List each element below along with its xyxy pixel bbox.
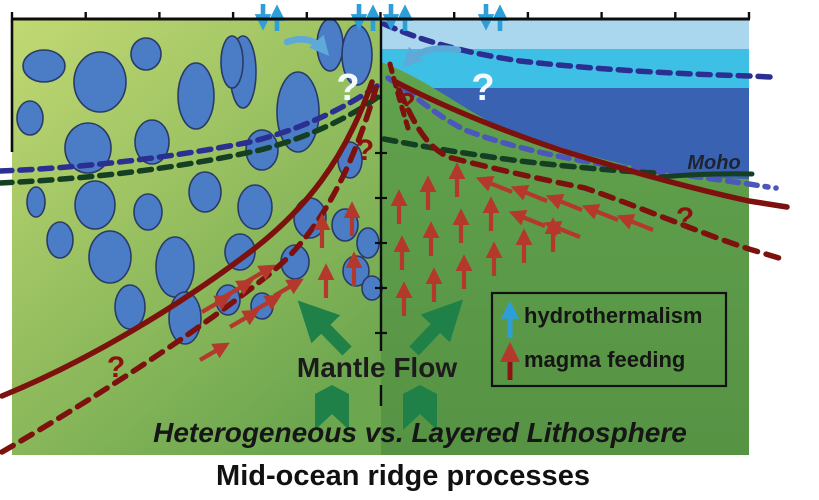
axis-melt-conduit-dashed xyxy=(387,61,411,131)
mantle-flow-tail-right xyxy=(403,385,437,430)
melt-blob xyxy=(237,184,273,230)
labels: Moho Mantle Flow Heterogeneous vs. Layer… xyxy=(107,67,741,492)
question-mark-right-conduit: ? xyxy=(398,87,415,118)
question-mark-right-crust-white: ? xyxy=(471,67,494,109)
hydrothermal-arrows xyxy=(254,4,509,68)
legend-box: hydrothermalism magma feeding xyxy=(490,291,728,388)
magma-arrow-up-right xyxy=(250,294,282,314)
melt-blob xyxy=(88,230,132,284)
figure-title: Mid-ocean ridge processes xyxy=(216,460,590,492)
left-fault-dashed xyxy=(0,85,379,455)
question-mark-left-conduit: ? xyxy=(356,134,374,167)
magma-arrow-up-left xyxy=(475,175,513,194)
magma-arrow-up-left xyxy=(508,209,546,228)
legend-label-hydrothermalism: hydrothermalism xyxy=(524,303,703,328)
left-hydrothermal-curved-arrow xyxy=(283,34,330,56)
layered-crust xyxy=(381,19,749,455)
moho-line xyxy=(657,171,755,180)
magma-arrow-up-left xyxy=(543,220,581,239)
melt-blob xyxy=(133,193,163,231)
magma-arrow-up-right xyxy=(222,279,254,299)
magma-arrow-up-left xyxy=(545,193,583,212)
caption-label: Heterogeneous vs. Layered Lithosphere xyxy=(153,417,687,448)
magma-arrow-up-right xyxy=(228,309,260,329)
right-hydrothermal-curved-arrow xyxy=(402,45,462,68)
magma-arrow-up-right xyxy=(200,294,232,314)
melt-blob xyxy=(22,49,66,83)
magma-arrow-up-left xyxy=(581,203,619,222)
melt-blob xyxy=(73,51,127,113)
magma-arrow-up-right xyxy=(272,278,304,298)
magma-feeding-arrows xyxy=(198,162,654,362)
right-fault-dashed xyxy=(396,87,782,261)
mantle-flow-arrow-left xyxy=(297,300,352,356)
melt-blob xyxy=(74,180,116,230)
right-blue-dashed-end-dot xyxy=(773,185,779,191)
question-mark-left-fault: ? xyxy=(107,351,125,384)
melt-blob xyxy=(224,233,256,271)
left-fault-solid xyxy=(0,79,375,399)
right-mantle-wedge xyxy=(381,62,749,455)
mantle-flow-arrows xyxy=(297,299,464,430)
boundary-lines xyxy=(0,21,790,455)
moho-label: Moho xyxy=(687,152,740,174)
melt-blob xyxy=(46,221,74,259)
mantle-flow-label: Mantle Flow xyxy=(297,352,457,383)
melt-blob xyxy=(220,35,244,89)
melt-blob xyxy=(177,62,215,130)
legend-frame xyxy=(490,291,728,388)
legend-label-magma-feeding: magma feeding xyxy=(524,347,685,372)
left-navy-dashed-boundary xyxy=(0,83,380,174)
question-mark-right-fault: ? xyxy=(676,202,694,235)
melt-blob xyxy=(130,37,162,71)
magma-arrow-up-right xyxy=(244,264,276,284)
right-navy-dashed-boundary xyxy=(381,21,773,80)
right-blue-dashed-boundary xyxy=(385,75,771,190)
melt-blob xyxy=(64,122,112,174)
melt-blob xyxy=(26,186,46,218)
magma-arrow-up-right xyxy=(198,342,230,362)
melt-blob xyxy=(188,171,222,213)
mantle-flow-arrow-right xyxy=(409,299,464,356)
melt-blob xyxy=(114,284,146,330)
axes xyxy=(10,12,751,406)
left-green-dashed-boundary xyxy=(0,94,381,186)
right-fault-solid xyxy=(393,79,790,210)
melt-blob xyxy=(155,236,195,298)
layer-light-blue xyxy=(381,19,749,49)
question-mark-left-axis-white: ? xyxy=(336,67,359,109)
magma-arrow-up-left xyxy=(616,213,654,232)
mantle-flow-tail-left xyxy=(315,385,349,430)
melt-blob xyxy=(16,100,44,136)
melt-blob xyxy=(134,119,170,165)
layer-cyan xyxy=(381,49,749,88)
ridge-axis-ticks xyxy=(375,151,387,335)
magma-arrow-up-left xyxy=(510,184,548,203)
top-border-ticks xyxy=(10,12,751,19)
